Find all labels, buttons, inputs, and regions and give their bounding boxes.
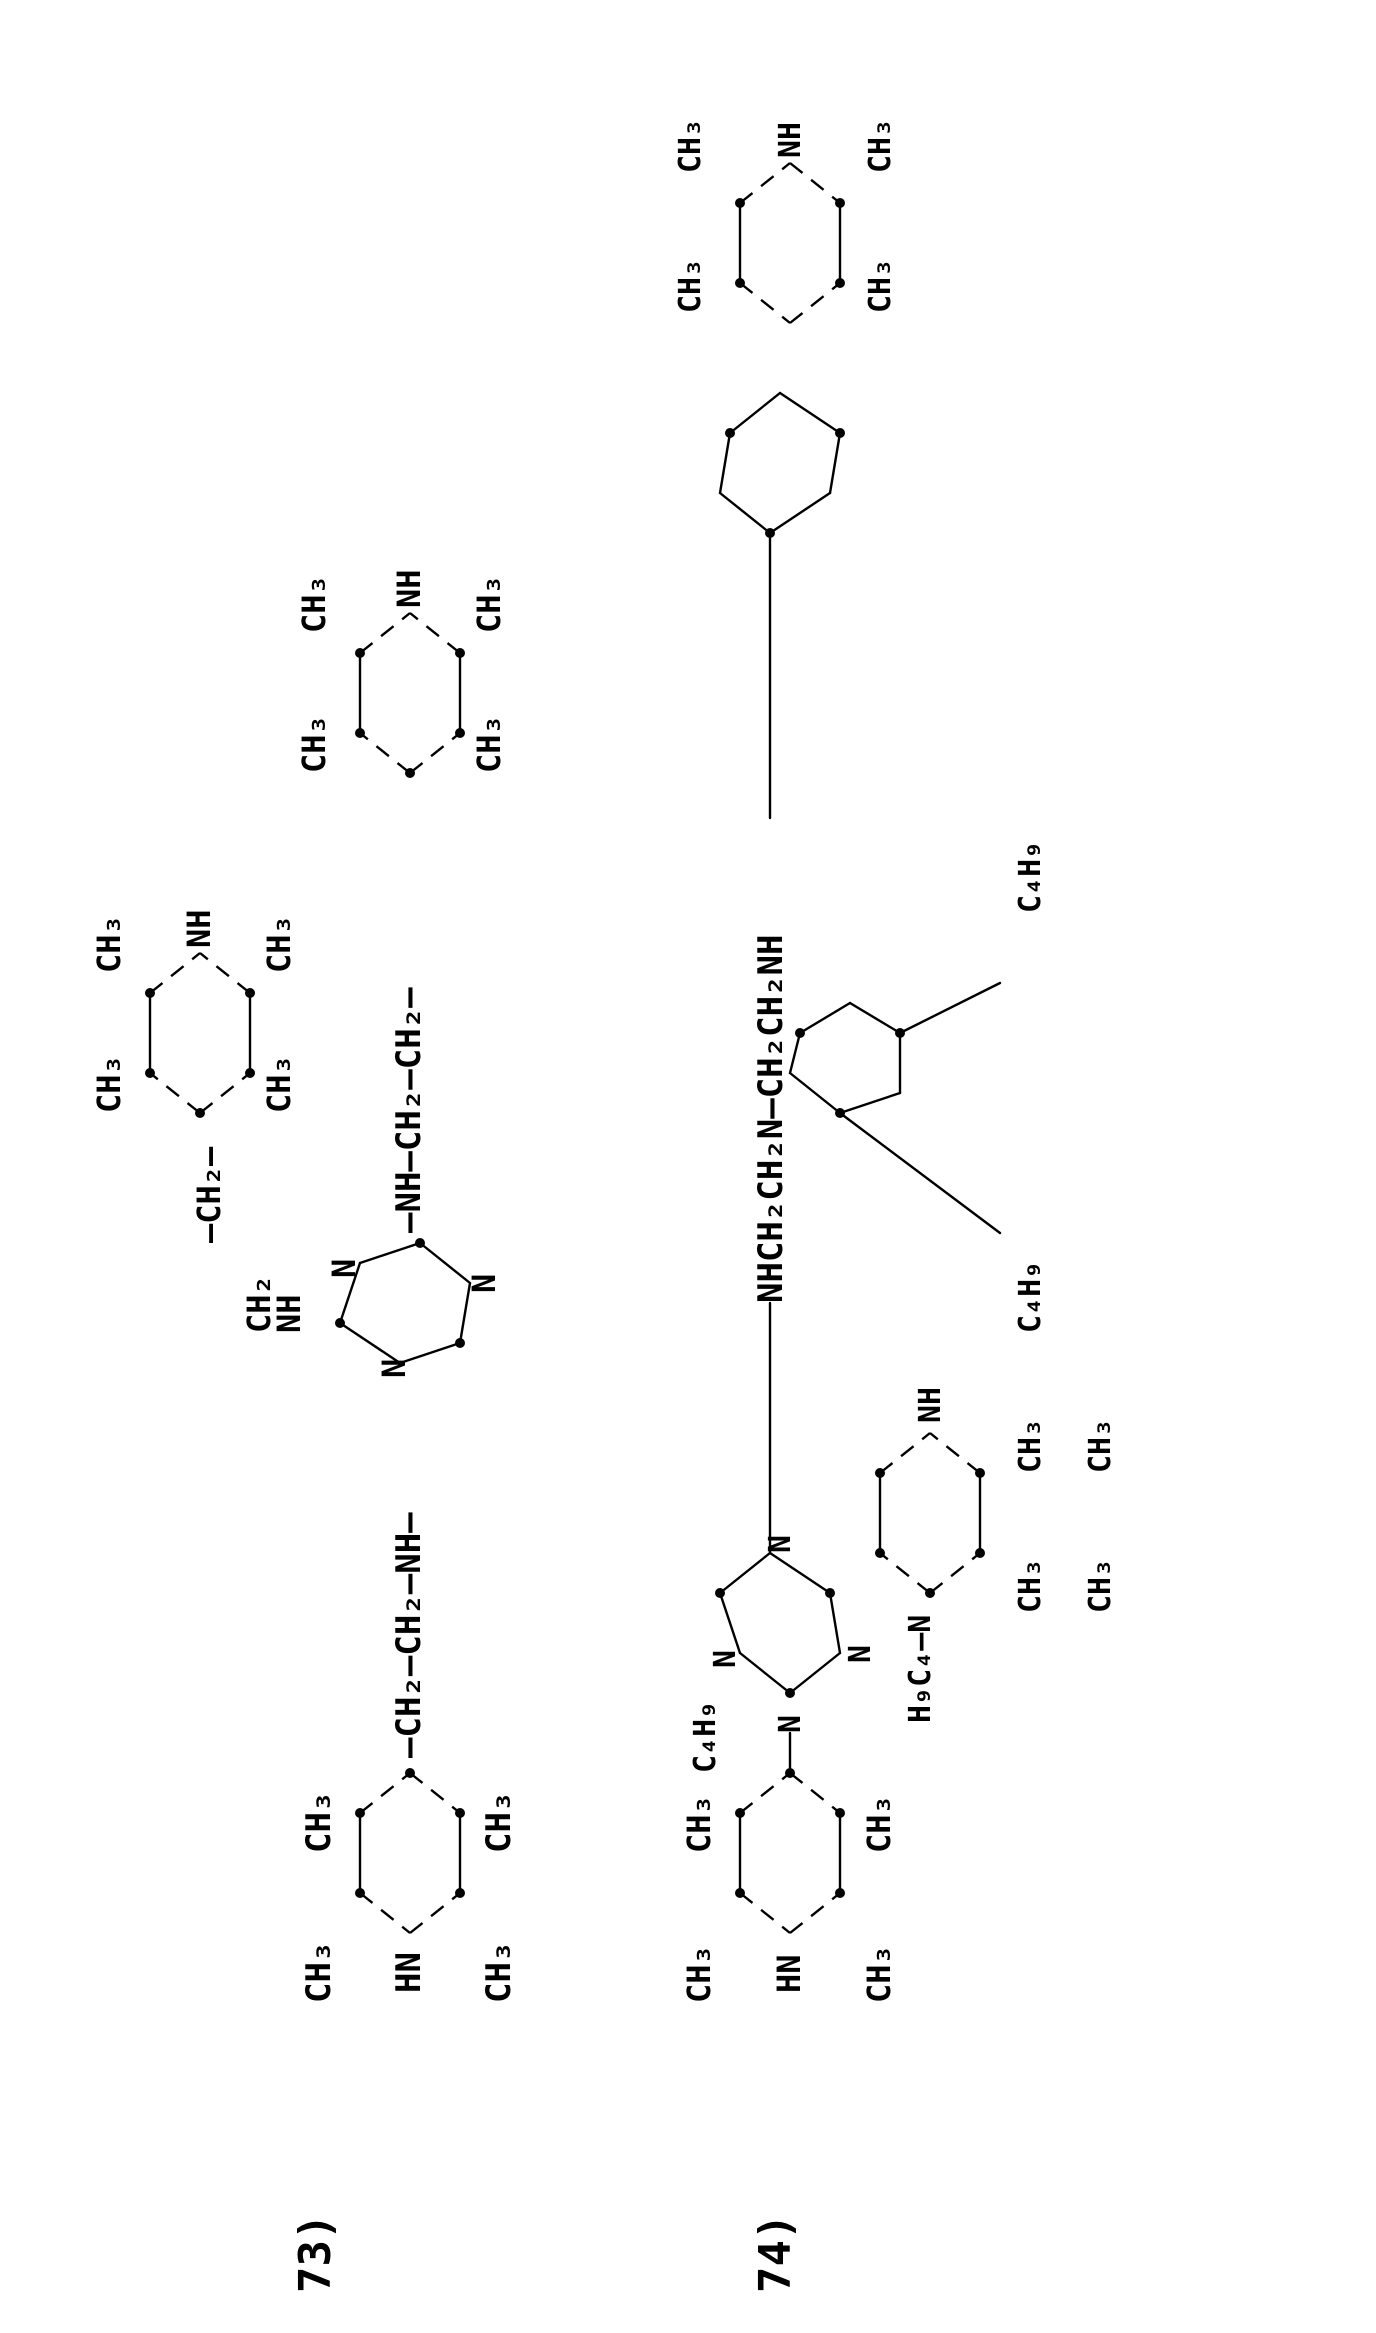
label-ch3: CH₃ [673, 119, 708, 173]
compound-74-piperidine-1: CH₃ CH₃ HN CH₃ CH₃ [680, 1768, 898, 2003]
label-ch3: CH₃ [295, 575, 333, 633]
compound-73-upper-piperidine: CH₃ NH CH₃ CH₃ CH₃ [90, 909, 298, 1118]
label-hn: HN [770, 1954, 808, 1993]
label-ch3: CH₃ [470, 575, 508, 633]
compound-73-number: 73) [290, 2214, 341, 2293]
compound-73: 73) CH₃ CH₃ HN CH₃ CH₃ —CH₂—CH₂—NH— [90, 569, 519, 2293]
compound-74-backbone: NHCH₂CH₂N—CH₂CH₂NH [751, 935, 791, 1303]
compound-74-piperidine-top: CH₃ CH₃ NH CH₃ CH₃ [673, 119, 898, 323]
compound-74: 74) CH₃ CH₃ HN CH₃ CH₃ C₄H₉ N [673, 119, 1118, 2293]
compound-73-upper-chain: —CH₂— [190, 1146, 228, 1243]
label-ch3: CH₃ [1013, 1559, 1048, 1613]
compound-73-triazine: N N N [325, 1238, 503, 1378]
label-ch3: CH₃ [680, 1945, 718, 2003]
label-c4h9: C₄H₉ [1013, 841, 1048, 913]
compound-74-central-triazine [790, 983, 1000, 1233]
compound-73-right-chain: —NH—CH₂—CH₂— [389, 987, 429, 1233]
compound-73-right-piperidine: CH₃ NH CH₃ CH₃ CH₃ [295, 569, 508, 778]
label-ch3: CH₃ [299, 1792, 339, 1853]
label-nh: NH [773, 122, 808, 158]
label-nh: NH [390, 569, 428, 608]
label-n: N [843, 1645, 878, 1663]
label-n: N [708, 1650, 743, 1668]
compound-74-piperidine-2: CH₃ CH₃ NH CH₃ CH₃ [875, 1387, 1118, 1613]
label-ch3: CH₃ [860, 1795, 898, 1853]
label-n: N [375, 1359, 413, 1378]
label-ch3: CH₃ [260, 1055, 298, 1113]
label-ch3: CH₃ [863, 259, 898, 313]
label-ch3: CH₃ [673, 259, 708, 313]
rotated-drawing: 73) CH₃ CH₃ HN CH₃ CH₃ —CH₂—CH₂—NH— [90, 119, 1118, 2293]
compound-73-left-piperidine: CH₃ CH₃ HN CH₃ CH₃ [299, 1768, 519, 2003]
label-ch3: CH₃ [90, 1055, 128, 1113]
label-n: N [763, 1535, 798, 1553]
label-ch3: CH₃ [680, 1795, 718, 1853]
label-ch3: CH₃ [479, 1942, 519, 2003]
label-ch3: CH₃ [479, 1792, 519, 1853]
label-ch3: CH₃ [260, 915, 298, 973]
label-h9c4-n: H₉C₄—N [903, 1615, 938, 1723]
label-ch3: CH₃ [1083, 1419, 1118, 1473]
label-ch3: CH₃ [1083, 1559, 1118, 1613]
label-n: N [773, 1715, 808, 1733]
compound-73-upper-ch2: CH₂ [240, 1275, 278, 1333]
label-ch3: CH₃ [295, 715, 333, 773]
label-n: N [465, 1274, 503, 1293]
label-nh: NH [913, 1387, 948, 1423]
label-hn: HN [389, 1952, 429, 1993]
label-ch3: CH₃ [90, 915, 128, 973]
label-ch3: CH₃ [299, 1942, 339, 2003]
compound-73-left-chain: —CH₂—CH₂—NH— [389, 1512, 429, 1758]
compound-74-triazine-1: N N N [708, 1535, 878, 1698]
compound-74-triazine-right [720, 393, 845, 538]
compound-74-number: 74) [750, 2214, 801, 2293]
label-ch3: CH₃ [1013, 1419, 1048, 1473]
label-n: N [325, 1259, 363, 1278]
label-ch3: CH₃ [863, 119, 898, 173]
label-ch3: CH₃ [470, 715, 508, 773]
label-nh: NH [180, 909, 218, 948]
label-ch3: CH₃ [860, 1945, 898, 2003]
label-c4h9: C₄H₉ [688, 1701, 723, 1773]
label-c4h9: C₄H₉ [1013, 1261, 1048, 1333]
